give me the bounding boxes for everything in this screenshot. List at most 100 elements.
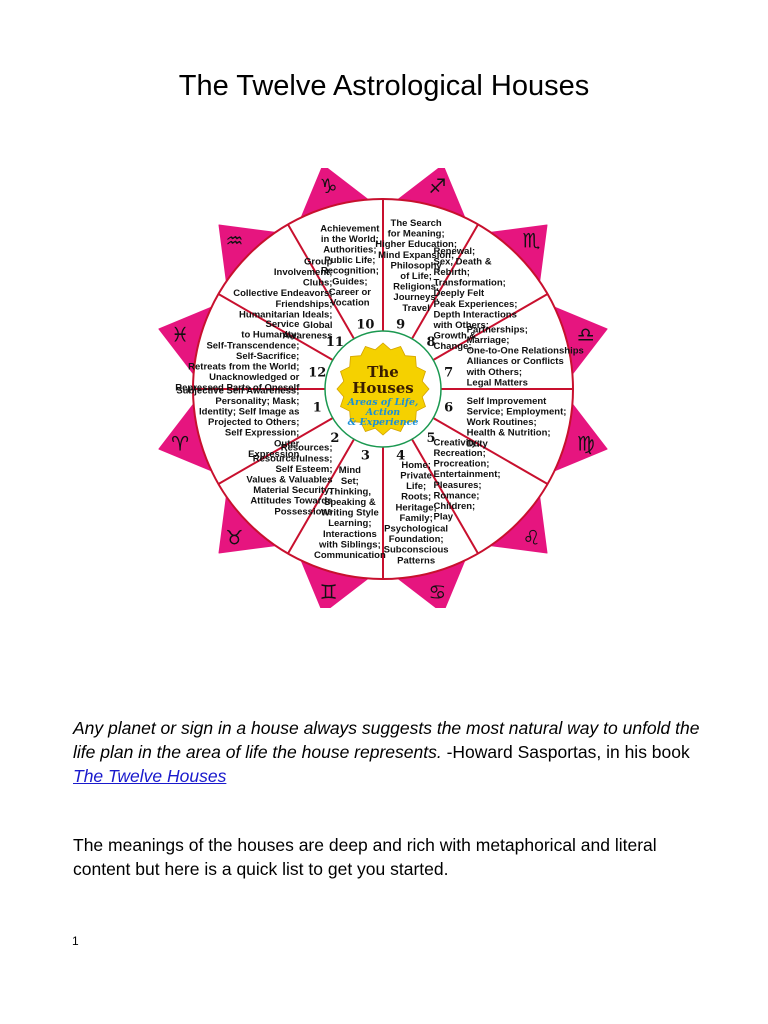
page-number: 1 — [72, 934, 79, 948]
house-description-line: Career or — [329, 287, 372, 298]
house-description-line: Creativity; — [434, 437, 480, 448]
house-number-7: 7 — [444, 365, 453, 380]
house-description-line: Self Expression; — [225, 428, 299, 439]
house-description-line: Mind — [339, 465, 361, 476]
book-link[interactable]: The Twelve Houses — [73, 766, 227, 786]
house-description-line: Possessions — [274, 506, 332, 517]
house-description-line: Service — [266, 319, 300, 330]
house-description-line: Awareness — [282, 331, 332, 342]
scorpio-glyph-icon: ♏ — [523, 229, 541, 253]
house-number-10: 10 — [356, 317, 374, 332]
house-description-line: Deeply Felt — [434, 288, 486, 299]
house-description-line: Play — [434, 512, 454, 523]
taurus-glyph-icon: ♉ — [226, 525, 244, 549]
house-description-line: Health & Nutrition; — [467, 428, 551, 439]
house-divider — [287, 223, 355, 340]
house-description-line: Sex, Death & — [434, 256, 492, 267]
house-7-description: Partnerships;Marriage;One-to-One Relatio… — [466, 324, 584, 388]
house-description-line: Foundation; — [389, 534, 444, 545]
center-title-houses: Houses — [352, 379, 414, 397]
house-description-line: Repressed Parts of Oneself — [175, 383, 300, 394]
house-description-line: Higher Education; — [375, 239, 457, 250]
house-number-9: 9 — [396, 317, 405, 332]
house-description-line: Work Routines; — [467, 417, 537, 428]
house-description-line: Partnerships; — [467, 324, 528, 335]
house-description-line: Values & Valuables — [246, 475, 332, 486]
page-title: The Twelve Astrological Houses — [178, 70, 590, 102]
house-number-1: 1 — [313, 401, 322, 416]
house-description-line: Growth & — [434, 331, 477, 342]
house-number-11: 11 — [326, 335, 344, 350]
house-description-line: Rebirth; — [434, 267, 470, 278]
house-divider — [411, 438, 479, 555]
aries-glyph-icon: ♈ — [171, 431, 189, 455]
house-divider — [411, 223, 479, 340]
house-description-line: Authorities; — [323, 244, 376, 255]
house-description-line: Vocation — [330, 297, 370, 308]
house-divider — [217, 293, 334, 361]
house-description-line: Learning; — [328, 518, 371, 529]
house-number-3: 3 — [361, 449, 370, 464]
house-description-line: Romance; — [434, 490, 480, 501]
house-descriptions: Subjective Self Awareness;Personality; M… — [175, 218, 584, 566]
sagittarius-glyph-icon: ♐ — [428, 174, 446, 198]
house-description-line: to Humanity; — [241, 330, 299, 341]
house-description-line: Procreation; — [434, 459, 490, 470]
center-title-the: The — [367, 363, 399, 381]
house-description-line: Outer — [274, 438, 300, 449]
house-description-line: Pleasures; — [434, 480, 482, 491]
house-description-line: Achievement — [320, 223, 380, 234]
house-description-line: Subconscious — [384, 545, 449, 556]
center-subtitle-line: Areas of Life, — [347, 397, 419, 408]
house-description-line: Clubs; — [303, 278, 333, 289]
house-description-line: Humanitarian Ideals; — [239, 309, 332, 320]
center-subtitle-line: & Experience — [348, 417, 419, 428]
house-divider — [217, 417, 334, 485]
quote-attribution: -Howard Sasportas, in his book — [441, 742, 690, 762]
house-description-line: Children; — [434, 501, 476, 512]
house-description-line: Roots; — [401, 492, 431, 503]
house-description-line: Family; — [399, 513, 432, 524]
house-description-line: Group — [304, 256, 333, 267]
house-description-line: Involvement; — [274, 267, 333, 278]
house-1-description: Subjective Self Awareness;Personality; M… — [176, 385, 299, 460]
gemini-glyph-icon: ♊ — [320, 580, 338, 604]
house-description-line: Renewal; — [434, 246, 476, 257]
house-divider — [432, 293, 549, 361]
house-description-line: Travel — [402, 303, 429, 314]
house-description-line: Peak Experiences; — [434, 299, 518, 310]
house-description-line: Communication — [314, 550, 386, 561]
house-description-line: Entertainment; — [434, 469, 501, 480]
house-description-line: Marriage; — [467, 335, 510, 346]
center-subtitle-line: Action — [365, 407, 400, 418]
house-number-8: 8 — [427, 335, 436, 350]
house-description-line: of Life; — [400, 271, 432, 282]
house-dividers — [193, 199, 573, 579]
house-description-line: Depth Interactions — [434, 309, 517, 320]
house-description-line: Thinking, — [329, 486, 371, 497]
house-description-line: Self-Transcendence; — [206, 340, 299, 351]
house-description-line: Change; — [434, 341, 472, 352]
intro-paragraph: The meanings of the houses are deep and … — [73, 835, 657, 879]
house-description-line: Attitudes Towards — [250, 496, 332, 507]
house-divider — [287, 438, 355, 555]
house-description-line: Resources; — [281, 443, 333, 454]
house-description-line: Interactions — [323, 529, 377, 540]
virgo-glyph-icon: ♍ — [577, 431, 595, 455]
zodiac-sign-glyphs: ♈♉♊♋♌♍♎♏♐♑♒♓ — [171, 174, 595, 604]
quote-text: Any planet or sign in a house always sug… — [73, 718, 700, 762]
house-description-line: Alliances or Conflicts — [467, 356, 564, 367]
house-number-4: 4 — [396, 449, 405, 464]
house-description-line: with Others; — [466, 367, 522, 378]
house-description-line: Journeys; — [393, 292, 438, 303]
leo-glyph-icon: ♌ — [523, 525, 541, 549]
center-disc — [347, 353, 419, 425]
house-description-line: Heritage; — [396, 502, 437, 513]
house-description-line: in the World; — [321, 234, 379, 245]
house-number-12: 12 — [308, 365, 326, 380]
